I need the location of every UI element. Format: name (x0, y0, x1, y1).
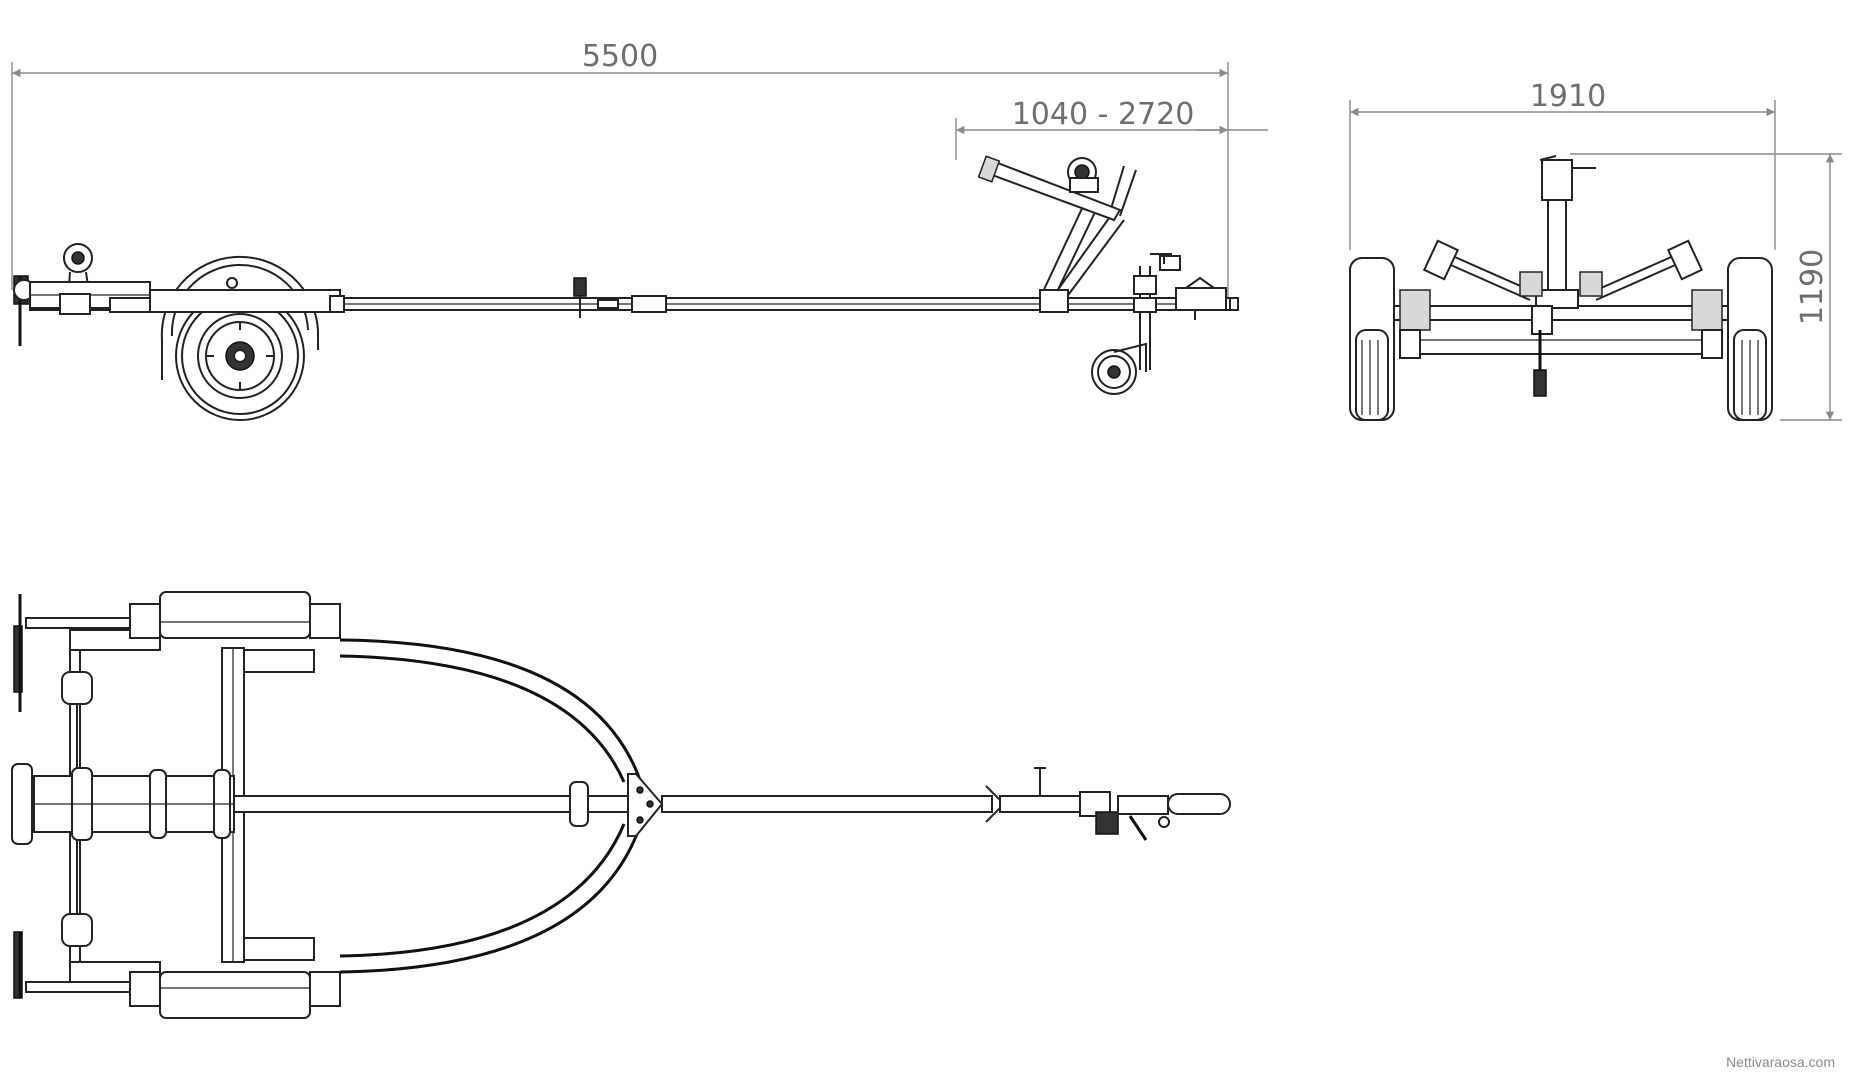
dim-drawbar-range-label: 1040 - 2720 (1012, 97, 1195, 132)
watermark: Nettivaraosa.com (1726, 1054, 1835, 1070)
dim-height: 1190 (1570, 153, 1842, 421)
dim-drawbar-range: 1040 - 2720 (955, 97, 1268, 160)
dim-total-length-label: 5500 (582, 39, 658, 74)
side-view: 5500 1040 - 2720 (11, 39, 1268, 421)
rear-view: 1910 1190 (1349, 79, 1842, 421)
dim-width-label: 1910 (1530, 79, 1606, 114)
dim-height-label: 1190 (1795, 249, 1830, 325)
dim-total-length: 5500 (11, 39, 1229, 300)
dim-width: 1910 (1349, 79, 1776, 250)
top-view (11, 591, 1231, 1019)
